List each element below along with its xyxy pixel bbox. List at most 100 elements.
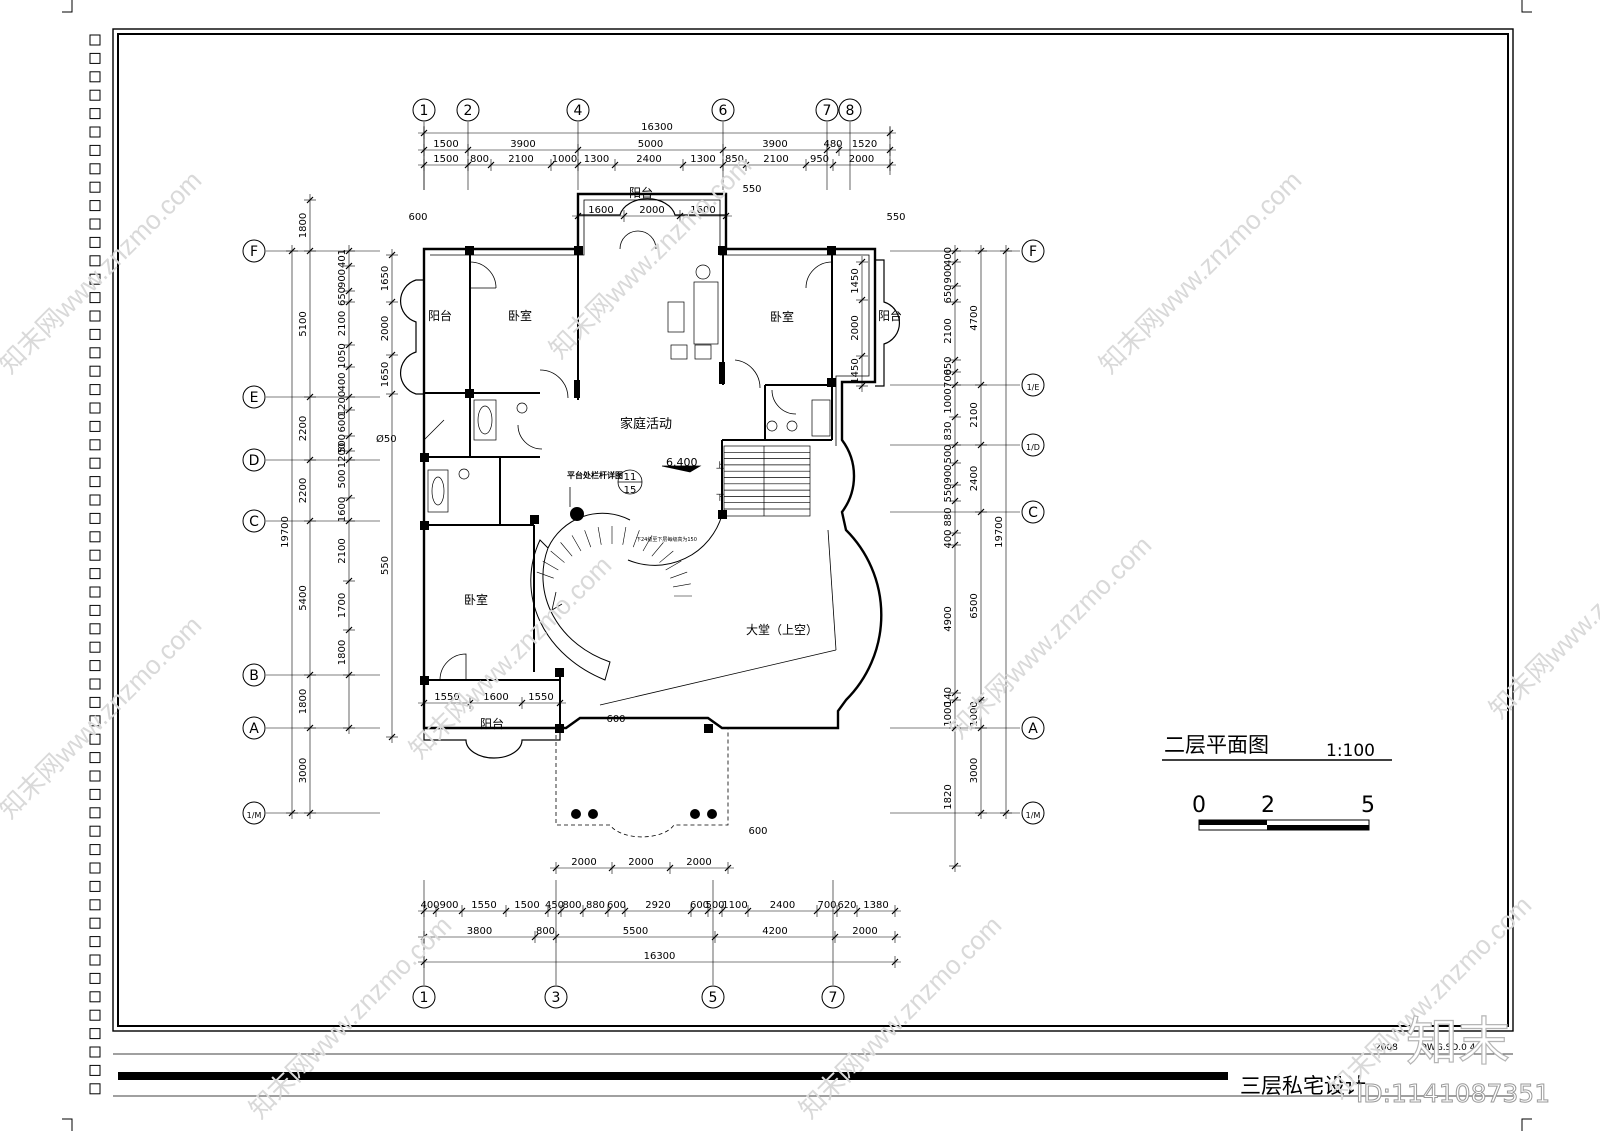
dim-bottom-row1: 2400: [770, 900, 795, 911]
dim-bottom-porch: 2000: [628, 857, 653, 868]
axis-right-F: F: [1021, 239, 1045, 263]
dim-right-inner: 1000: [943, 701, 954, 726]
svg-text:4: 4: [574, 103, 583, 119]
binding-hole: [89, 807, 101, 819]
brand-logo: 知末: [1406, 1013, 1510, 1073]
binding-hole: [89, 89, 101, 101]
watermark-1: 知末网www.znzmo.com: [0, 165, 207, 379]
binding-hole: [89, 733, 101, 745]
dim-left-inner: 1600: [337, 497, 348, 522]
dim-bottom-row2: 2000: [852, 926, 877, 937]
binding-hole: [89, 420, 101, 432]
binding-hole: [89, 1064, 101, 1076]
outer-wall: [422, 192, 883, 730]
dim-left-inner: 400: [337, 372, 348, 391]
binding-hole: [89, 310, 101, 322]
binding-hole: [89, 531, 101, 543]
dim-bottom-row1: 900: [439, 900, 458, 911]
dim-left-inner: 2100: [337, 311, 348, 336]
binding-hole: [89, 200, 101, 212]
room-bedroom-ne: 卧室: [770, 309, 794, 324]
dimension-lines: [266, 122, 1020, 985]
binding-hole: [89, 144, 101, 156]
floor-plan: [400, 192, 900, 838]
binding-hole: [89, 660, 101, 672]
watermark-9: 知末网www.znzmo.com: [793, 910, 1007, 1124]
dim-top-row1: 1500: [433, 139, 458, 150]
room-balcony-top: 阳台: [629, 185, 653, 200]
dim-left-inner: 600: [337, 413, 348, 432]
dim-right-inner: 550: [943, 483, 954, 502]
dim-right-inner: 900: [943, 464, 954, 483]
watermark-7: 知末网www.znzmo.com: [1483, 510, 1600, 724]
svg-text:6: 6: [719, 103, 728, 119]
dim-top-row2: 2100: [763, 154, 788, 165]
axis-left-C: C: [242, 509, 266, 533]
binding-hole: [89, 586, 101, 598]
elevation-mark: 6.400: [666, 456, 698, 469]
binding-hole: [89, 328, 101, 340]
dim-left-inner: 650: [337, 287, 348, 306]
binding-hole: [89, 384, 101, 396]
binding-hole: [89, 236, 101, 248]
dim-top-total: 16300: [641, 122, 673, 133]
dim-top-row2: 1300: [690, 154, 715, 165]
dim-left-inner: 1200: [337, 391, 348, 416]
axis-left-E: E: [242, 385, 266, 409]
binding-hole: [89, 181, 101, 193]
dim-left-outer: 1800: [298, 213, 309, 238]
axis-right-1/D: 1/D: [1021, 433, 1045, 457]
svg-text:A: A: [1028, 721, 1038, 737]
dim-bottom-row1: 1550: [471, 900, 496, 911]
interior-walls: [424, 249, 833, 728]
dim-bottom-row2: 5500: [623, 926, 648, 937]
binding-hole: [89, 549, 101, 561]
binding-hole: [89, 273, 101, 285]
dim-top-row2: 2400: [636, 154, 661, 165]
svg-text:D: D: [249, 453, 260, 469]
dim-bottom-porch: 2000: [686, 857, 711, 868]
dim-left-inner: 500: [337, 469, 348, 488]
drawing-title: 二层平面图: [1164, 733, 1269, 757]
scale-bar-label-0: 0: [1192, 793, 1206, 818]
binding-hole: [89, 494, 101, 506]
binding-hole: [89, 880, 101, 892]
porch-columns: [571, 809, 717, 819]
porch: [555, 728, 729, 838]
dim-bottom-row1: 400: [420, 900, 439, 911]
binding-hole: [89, 954, 101, 966]
dim-right-balcony: 1450: [850, 358, 861, 383]
dim-left-inner: 1200: [337, 443, 348, 468]
axis-bottom-5: 5: [701, 985, 725, 1009]
dim-right-inner: 880: [943, 507, 954, 526]
void-lines: [599, 529, 837, 706]
dim-bottom-row1: 2920: [645, 900, 670, 911]
dim-left-inner: 1800: [337, 640, 348, 665]
dim-misc-4: 600: [748, 826, 767, 837]
dim-misc-3: 600: [606, 714, 625, 725]
axis-right-1/M: 1/M: [1021, 801, 1045, 825]
title-block: 二层平面图 1:100 0 2 5 三层私宅设计 2008 DWG.SD.0 4: [1162, 733, 1476, 1098]
svg-text:1/M: 1/M: [247, 811, 262, 820]
dim-top-row1: 3900: [510, 139, 535, 150]
dim-right-outer: 6500: [969, 593, 980, 618]
dim-left-outer: 5400: [298, 585, 309, 610]
dim-right-inner: 700: [943, 369, 954, 388]
axis-bottom-3: 3: [544, 985, 568, 1009]
project-title: 三层私宅设计: [1240, 1074, 1366, 1098]
svg-text:E: E: [250, 390, 259, 406]
watermarks: 知末网www.znzmo.com 知末网www.znzmo.com 知末网www…: [0, 150, 1600, 1124]
binding-hole: [89, 512, 101, 524]
binding-hole: [89, 347, 101, 359]
binding-hole: [89, 1046, 101, 1058]
svg-text:7: 7: [823, 103, 832, 119]
dim-right-outer: 3000: [969, 758, 980, 783]
dim-top-row1: 480: [823, 139, 842, 150]
dim-misc-0: 600: [408, 212, 427, 223]
dim-left-outer: 1800: [298, 689, 309, 714]
room-balcony-left: 阳台: [428, 308, 452, 323]
dim-right-outer: 4700: [969, 305, 980, 330]
dim-right-inner: 4900: [943, 606, 954, 631]
dim-bottom-porch: 2000: [571, 857, 596, 868]
dim-bottom-row1: 620: [837, 900, 856, 911]
